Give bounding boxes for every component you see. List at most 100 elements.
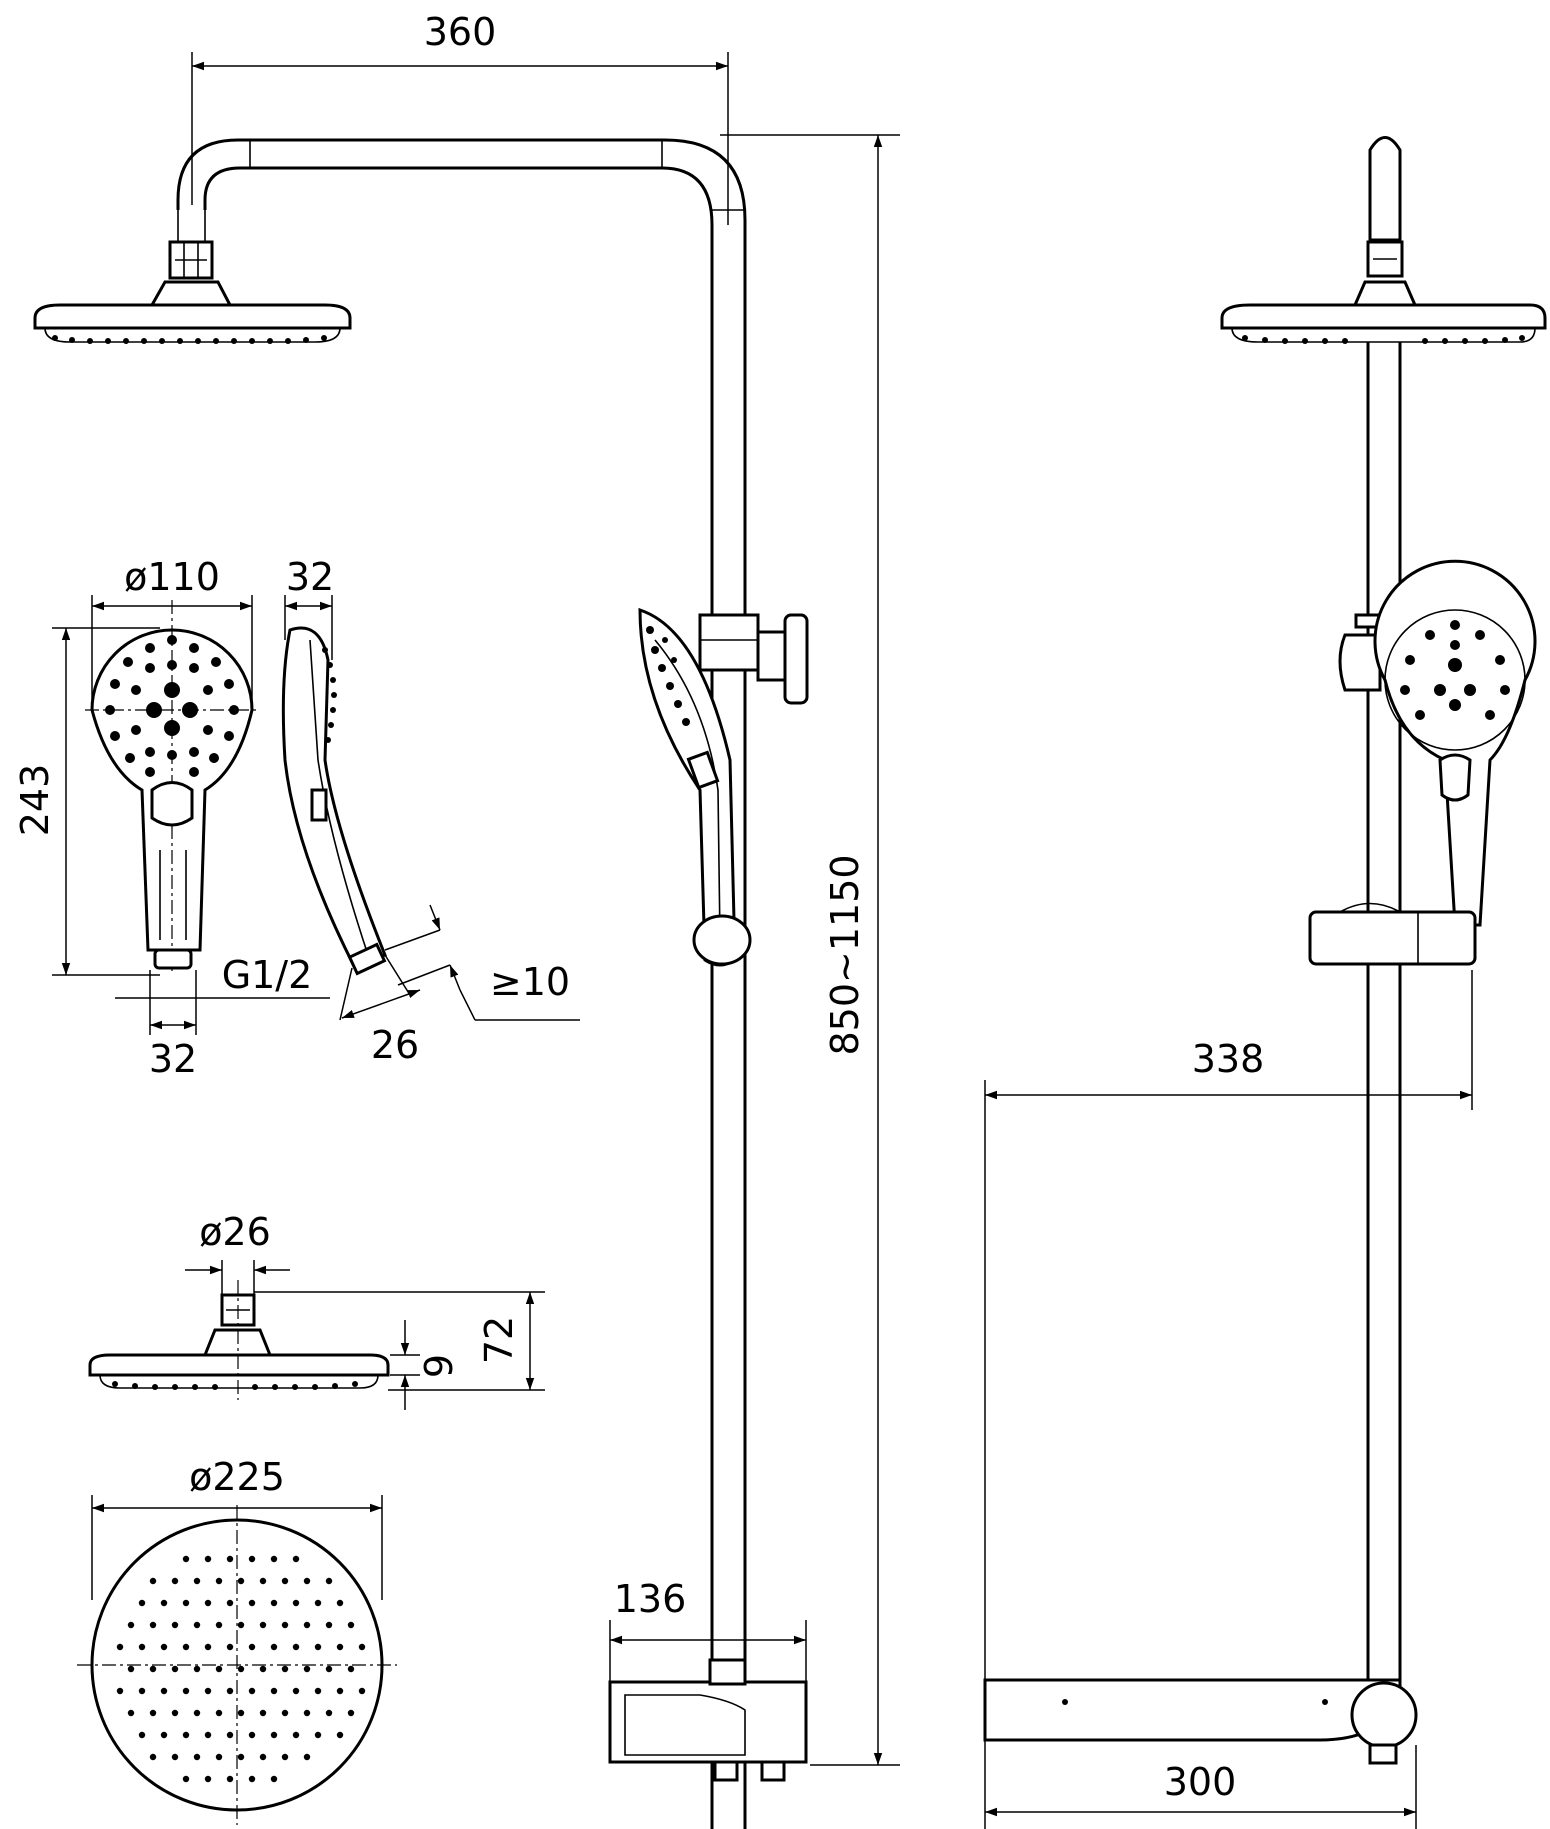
nozzle-dot xyxy=(259,1621,267,1629)
nozzle-dot xyxy=(182,1599,190,1607)
nozzle-dot xyxy=(127,1665,135,1673)
riser-pipe xyxy=(176,138,747,1829)
side-hand-nozzles xyxy=(1400,620,1510,720)
rain-head-face-nozzles xyxy=(116,1555,366,1783)
nozzle-dot xyxy=(259,1753,267,1761)
nozzle-dot xyxy=(270,1687,278,1695)
nozzle-dot xyxy=(226,1687,234,1695)
nozzle-dot xyxy=(336,1599,344,1607)
nozzle-dot xyxy=(259,1709,267,1717)
dim-height-range-label: 850~1150 xyxy=(823,854,867,1055)
nozzle-dot xyxy=(204,1599,212,1607)
nozzle-dot xyxy=(358,1643,366,1651)
nozzle-dot xyxy=(226,1599,234,1607)
nozzle-dot xyxy=(281,1577,289,1585)
side-view: 338 300 xyxy=(983,136,1547,1829)
thread-label: G1/2 xyxy=(222,953,313,997)
dim-head-connector-label: ø26 xyxy=(199,1210,271,1254)
slider-bracket xyxy=(698,613,760,672)
side-hose-holder xyxy=(1308,910,1477,966)
side-head-nozzles xyxy=(1242,335,1525,344)
nozzle-dot xyxy=(193,1753,201,1761)
nozzle-dot xyxy=(237,1709,245,1717)
nozzle-dot xyxy=(226,1731,234,1739)
side-rain-head xyxy=(1220,303,1547,330)
thermostatic-mixer-front xyxy=(608,1658,808,1782)
nozzle-dot xyxy=(204,1731,212,1739)
hand-shower-front-nozzles xyxy=(646,626,690,726)
nozzle-dot xyxy=(182,1731,190,1739)
nozzle-dot xyxy=(259,1577,267,1585)
nozzle-dot xyxy=(193,1665,201,1673)
nozzle-dot xyxy=(303,1753,311,1761)
dim-hose-nut-label: 26 xyxy=(371,1023,419,1067)
nozzle-dot xyxy=(292,1599,300,1607)
nozzle-dot xyxy=(138,1643,146,1651)
nozzle-dot xyxy=(281,1621,289,1629)
nozzle-dot xyxy=(325,1577,333,1585)
nozzle-dot xyxy=(248,1643,256,1651)
nozzle-dot xyxy=(237,1577,245,1585)
nozzle-dot xyxy=(182,1775,190,1783)
hand-shower-front-view xyxy=(638,607,752,967)
dim-hand-thickness-label: 32 xyxy=(286,555,334,599)
nozzle-dot xyxy=(226,1775,234,1783)
nozzle-dot xyxy=(149,1577,157,1585)
nozzle-dot xyxy=(149,1709,157,1717)
nozzle-dot xyxy=(138,1687,146,1695)
nozzle-dot xyxy=(193,1621,201,1629)
nozzle-dot xyxy=(336,1731,344,1739)
side-hand-shower xyxy=(1373,559,1537,927)
head-detail-nozzles xyxy=(112,1381,358,1390)
nozzle-dot xyxy=(292,1731,300,1739)
dim-hand-diameter-label: ø110 xyxy=(124,555,220,599)
nozzle-dot xyxy=(281,1665,289,1673)
dim-mixer-width: 300 xyxy=(984,1740,1417,1829)
nozzle-dot xyxy=(347,1621,355,1629)
rain-head-face: ø225 xyxy=(77,1455,397,1825)
nozzle-dot xyxy=(314,1731,322,1739)
nozzle-dot xyxy=(171,1665,179,1673)
riser-pipe-inner xyxy=(203,166,714,1829)
nozzle-dot xyxy=(160,1687,168,1695)
nozzle-dot xyxy=(281,1753,289,1761)
nozzle-dot xyxy=(171,1577,179,1585)
dim-hand-outlet-label: 32 xyxy=(149,1037,197,1081)
nozzle-dot xyxy=(116,1687,124,1695)
nozzle-dot xyxy=(325,1665,333,1673)
nozzle-dot xyxy=(149,1621,157,1629)
nozzle-dot xyxy=(303,1665,311,1673)
nozzle-dot xyxy=(292,1555,300,1563)
hand-shower-detail-side: 32 ≥10 26 xyxy=(281,555,580,1067)
nozzle-dot xyxy=(292,1643,300,1651)
nozzle-dot xyxy=(182,1643,190,1651)
nozzle-dot xyxy=(182,1555,190,1563)
hand-shower-detail-front: ø110 243 32 G1/2 xyxy=(13,555,330,1081)
nozzle-dot xyxy=(237,1753,245,1761)
nozzle-dot xyxy=(171,1709,179,1717)
nozzle-dot xyxy=(248,1687,256,1695)
nozzle-dot xyxy=(127,1709,135,1717)
dim-hose-min-label: ≥10 xyxy=(490,960,570,1004)
nozzle-dot xyxy=(226,1555,234,1563)
nozzle-dot xyxy=(215,1665,223,1673)
nozzle-dot xyxy=(149,1753,157,1761)
hose-holder xyxy=(692,914,752,966)
dim-side-projection: 338 xyxy=(984,970,1473,1680)
nozzle-dot xyxy=(171,1753,179,1761)
nozzle-dot xyxy=(270,1643,278,1651)
nozzle-dot xyxy=(270,1731,278,1739)
dim-height-range: 850~1150 xyxy=(720,134,900,1766)
nozzle-dot xyxy=(314,1599,322,1607)
dim-mixer-width-label: 300 xyxy=(1164,1760,1237,1804)
nozzle-dot xyxy=(127,1621,135,1629)
dim-arm-length-label: 360 xyxy=(424,10,497,54)
nozzle-dot xyxy=(281,1709,289,1717)
mixer-body xyxy=(608,1680,808,1764)
side-arm xyxy=(1368,136,1402,242)
nozzle-dot xyxy=(204,1555,212,1563)
nozzle-dot xyxy=(138,1599,146,1607)
nozzle-dot xyxy=(182,1687,190,1695)
rain-head-nozzles xyxy=(52,335,327,344)
nozzle-dot xyxy=(237,1621,245,1629)
